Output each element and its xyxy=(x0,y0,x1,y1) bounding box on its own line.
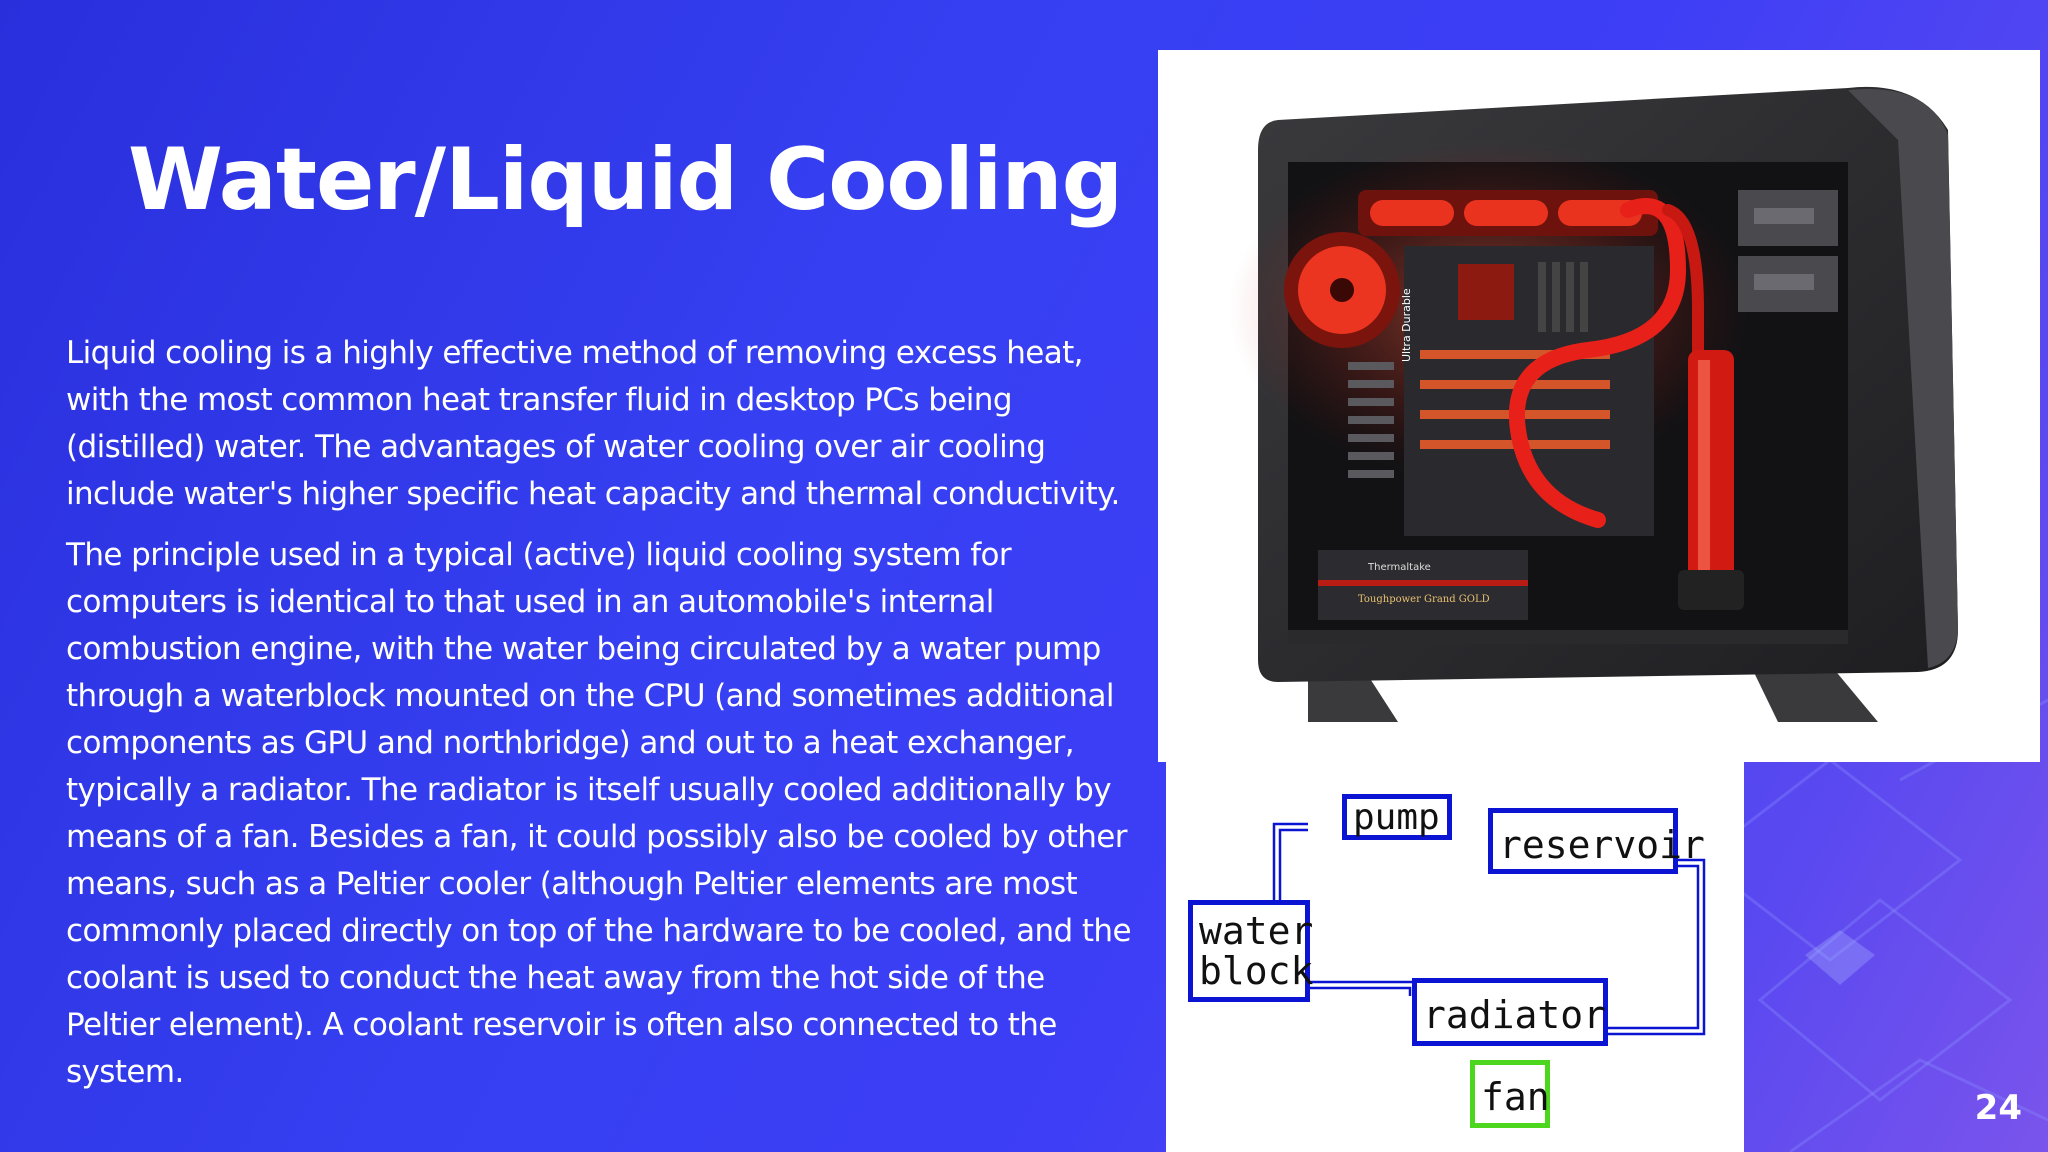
body-text: Liquid cooling is a highly effective met… xyxy=(66,330,1146,1110)
radiator-label: radiator xyxy=(1423,993,1607,1037)
radiator-box: radiator xyxy=(1412,978,1608,1046)
pc-case-illustration: Ultra Durable Thermaltake Toughpower Gra… xyxy=(1228,86,1958,722)
reservoir-box: reservoir xyxy=(1488,808,1705,874)
water-block-label-line2: block xyxy=(1199,949,1314,993)
fan-box: fan xyxy=(1470,1060,1550,1128)
reservoir-label: reservoir xyxy=(1499,823,1705,867)
paragraph-principle: The principle used in a typical (active)… xyxy=(66,537,1132,1090)
pump-box: pump xyxy=(1342,794,1452,840)
pump-label: pump xyxy=(1353,797,1440,838)
slide-title: Water/Liquid Cooling xyxy=(128,130,1123,230)
water-block-label-line1: water xyxy=(1199,909,1314,953)
psu-model: Toughpower Grand GOLD xyxy=(1358,594,1490,605)
page-number: 24 xyxy=(1974,1088,2022,1128)
case-label: Ultra Durable xyxy=(1400,288,1413,362)
pc-case-photo: Ultra Durable Thermaltake Toughpower Gra… xyxy=(1158,50,2040,762)
fan-label: fan xyxy=(1481,1075,1550,1119)
psu-brand: Thermaltake xyxy=(1367,562,1431,573)
paragraph-intro: Liquid cooling is a highly effective met… xyxy=(66,335,1120,512)
water-block-box: water block xyxy=(1188,900,1314,1002)
cooling-loop-diagram: pump reservoir water block radiator fan xyxy=(1166,762,1744,1152)
